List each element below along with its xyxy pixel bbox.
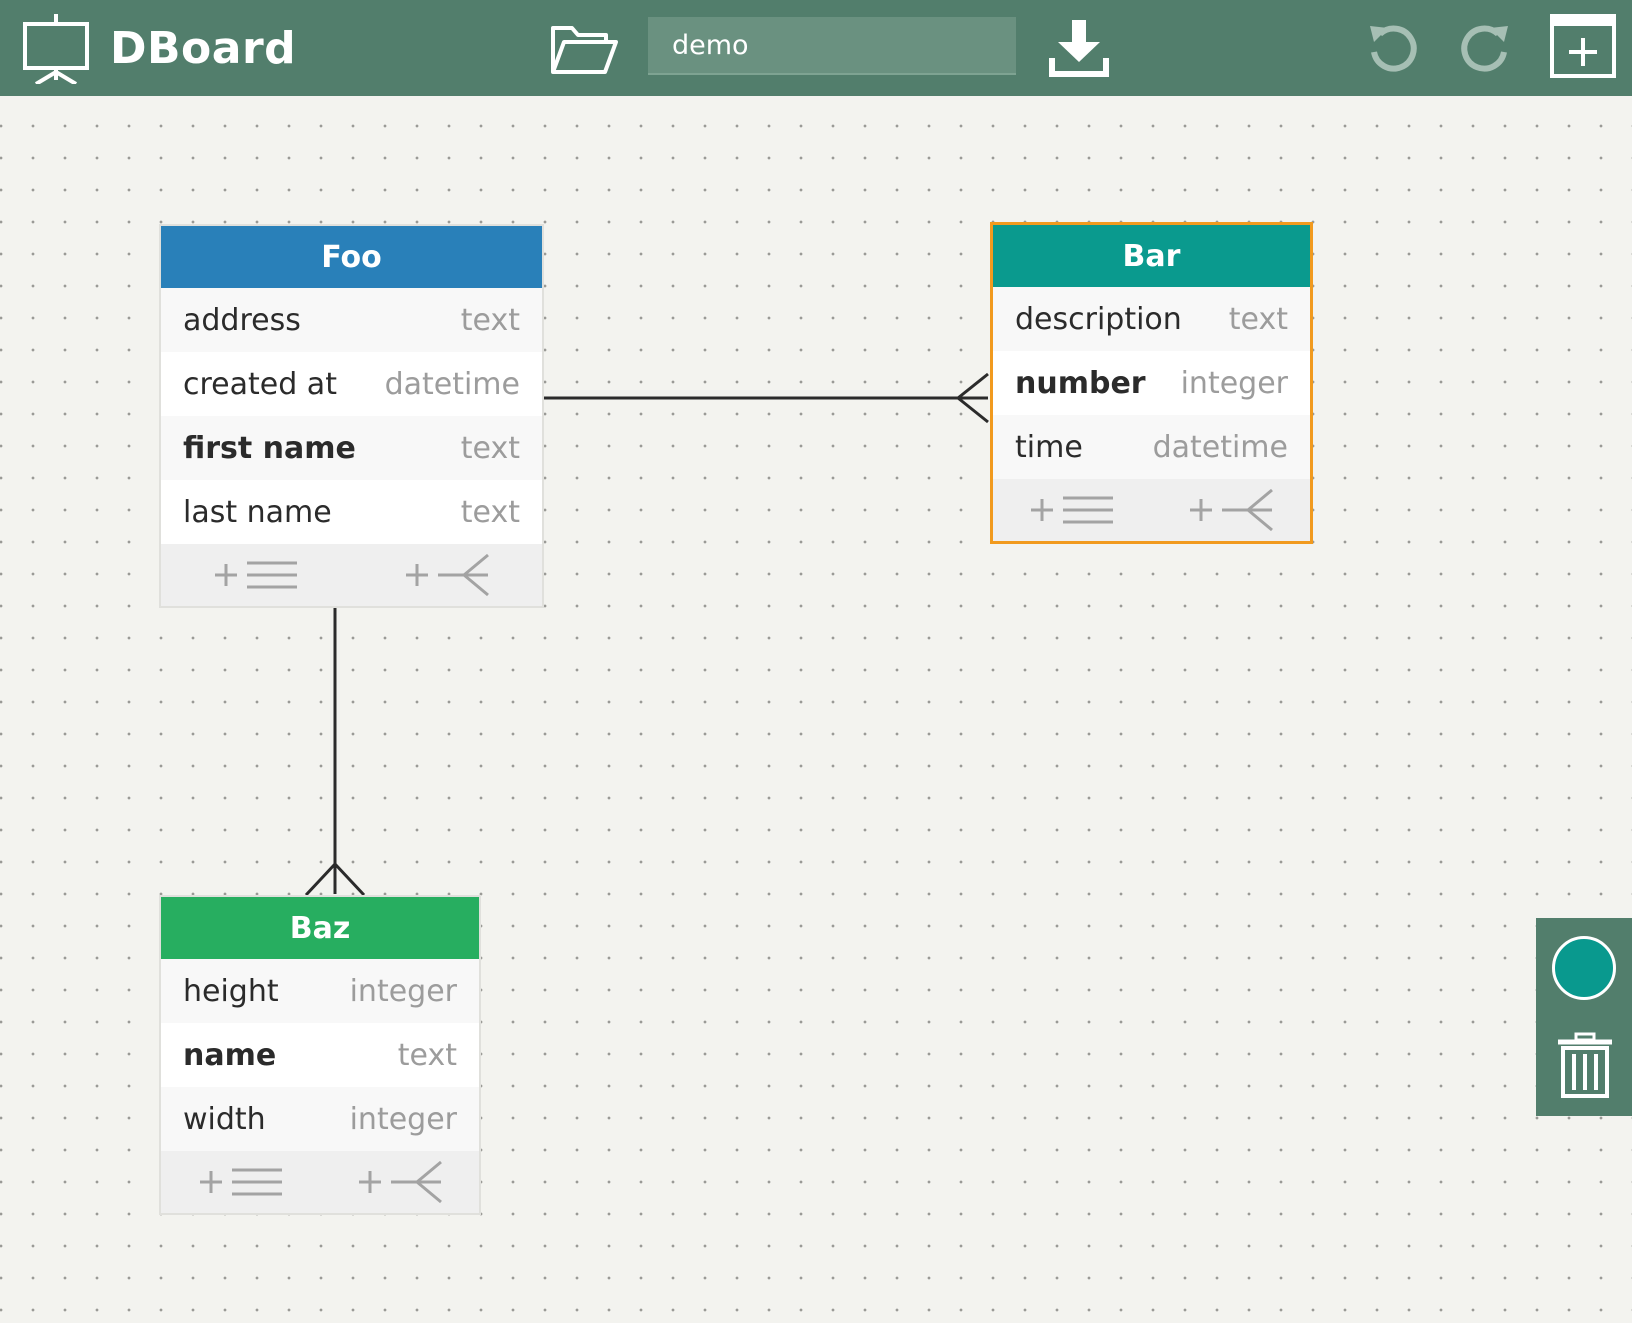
field-type: text: [460, 494, 520, 530]
field-list: description text number integer time datetime: [993, 287, 1310, 479]
table-footer: [161, 544, 542, 606]
field-type: text: [460, 302, 520, 338]
undo-icon[interactable]: [1366, 22, 1420, 76]
field-name: description: [1015, 301, 1182, 337]
field-row[interactable]: number integer: [993, 351, 1310, 415]
field-type: text: [397, 1037, 457, 1073]
field-type: text: [1228, 301, 1288, 337]
field-row[interactable]: height integer: [161, 959, 479, 1023]
add-table-icon[interactable]: [1550, 14, 1616, 78]
app-name: DBoard: [110, 22, 297, 74]
field-type: datetime: [1152, 429, 1288, 465]
add-relation-icon[interactable]: [1188, 488, 1274, 532]
table-footer: [161, 1151, 479, 1213]
field-type: integer: [349, 1101, 457, 1137]
diagram-name-input[interactable]: [648, 17, 1016, 75]
table-header[interactable]: Bar: [993, 225, 1310, 287]
table-header[interactable]: Foo: [161, 226, 542, 288]
field-type: text: [460, 430, 520, 466]
relation-foo-baz[interactable]: [304, 606, 366, 897]
folder-open-icon[interactable]: [550, 20, 618, 76]
toolbar: DBoard: [0, 0, 1632, 96]
field-type: datetime: [384, 366, 520, 402]
table-foo[interactable]: Foo address text created at datetime first n…: [159, 224, 544, 608]
field-name: time: [1015, 429, 1083, 465]
table-header[interactable]: Baz: [161, 897, 479, 959]
relation-foo-bar[interactable]: [544, 372, 989, 424]
field-name: created at: [183, 366, 337, 402]
redo-icon[interactable]: [1458, 22, 1512, 76]
field-row[interactable]: name text: [161, 1023, 479, 1087]
table-footer: [993, 479, 1310, 541]
table-title: Foo: [321, 239, 382, 275]
add-field-icon[interactable]: [198, 1164, 284, 1200]
field-name: last name: [183, 494, 332, 530]
field-name: width: [183, 1101, 266, 1137]
field-row[interactable]: width integer: [161, 1087, 479, 1151]
field-row[interactable]: last name text: [161, 480, 542, 544]
add-relation-icon[interactable]: [357, 1160, 443, 1204]
field-name: height: [183, 973, 279, 1009]
field-list: height integer name text width integer: [161, 959, 479, 1151]
color-circle-icon[interactable]: [1552, 936, 1616, 1000]
table-actions-panel: [1536, 918, 1632, 1116]
presentation-board-icon: [22, 14, 90, 84]
field-row[interactable]: time datetime: [993, 415, 1310, 479]
field-type: integer: [349, 973, 457, 1009]
field-name: address: [183, 302, 301, 338]
field-row[interactable]: address text: [161, 288, 542, 352]
table-bar[interactable]: Bar description text number integer time date…: [990, 222, 1313, 544]
table-baz[interactable]: Baz height integer name text width integer: [159, 895, 481, 1215]
field-name: first name: [183, 430, 356, 466]
field-row[interactable]: description text: [993, 287, 1310, 351]
field-name: name: [183, 1037, 277, 1073]
diagram-canvas[interactable]: Foo address text created at datetime first n…: [0, 96, 1632, 1323]
field-row[interactable]: first name text: [161, 416, 542, 480]
field-list: address text created at datetime first name t…: [161, 288, 542, 544]
trash-icon[interactable]: [1556, 1032, 1614, 1098]
field-type: integer: [1180, 365, 1288, 401]
add-relation-icon[interactable]: [404, 553, 490, 597]
field-name: number: [1015, 365, 1146, 401]
add-field-icon[interactable]: [213, 557, 299, 593]
field-row[interactable]: created at datetime: [161, 352, 542, 416]
download-icon[interactable]: [1048, 18, 1110, 78]
table-title: Bar: [1122, 238, 1181, 274]
add-field-icon[interactable]: [1029, 492, 1115, 528]
table-title: Baz: [289, 910, 351, 946]
